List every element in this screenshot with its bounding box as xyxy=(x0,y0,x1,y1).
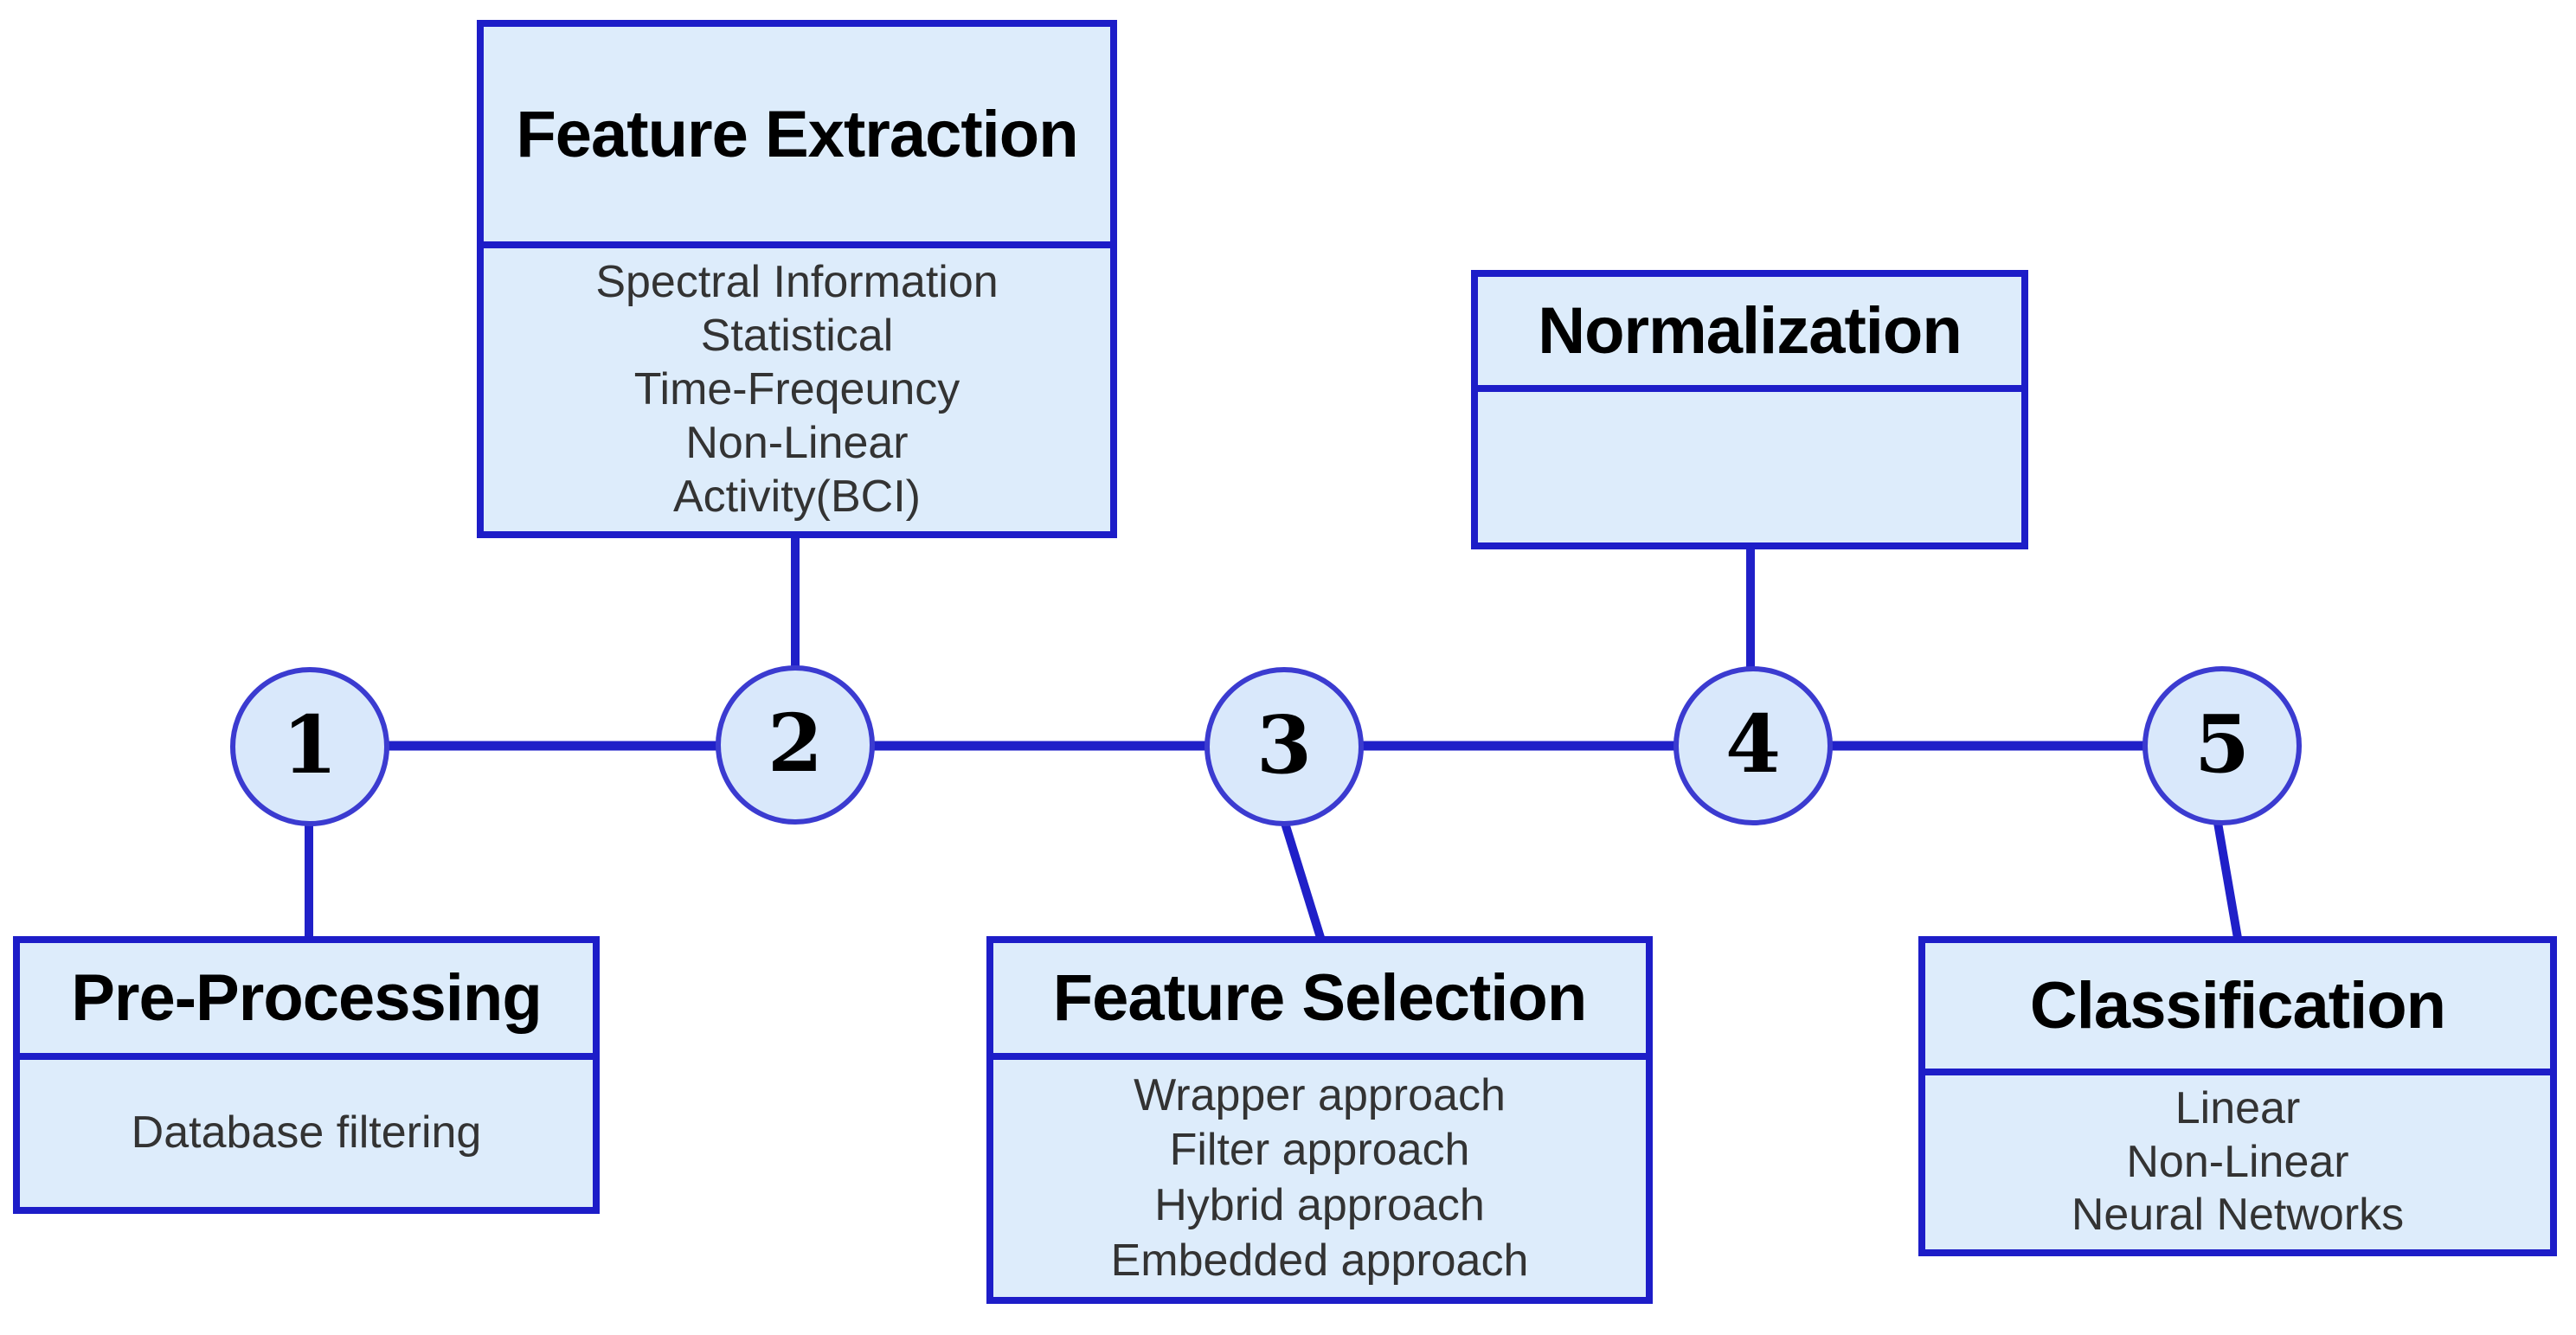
box-classification: Classification Linear Non-Linear Neural … xyxy=(1918,936,2557,1256)
box-body: Linear Non-Linear Neural Networks xyxy=(1925,1075,2550,1249)
box-title: Pre-Processing xyxy=(20,943,593,1060)
step-circle-4: 4 xyxy=(1673,666,1833,825)
step-circle-5: 5 xyxy=(2142,666,2302,825)
box-item: Filter approach xyxy=(1169,1125,1470,1176)
step-number: 2 xyxy=(767,696,823,790)
box-item: Wrapper approach xyxy=(1134,1069,1506,1120)
step-number: 1 xyxy=(281,698,337,792)
box-body: Database filtering xyxy=(20,1060,593,1207)
box-item: Spectral Information xyxy=(595,256,999,307)
box-body: Spectral Information Statistical Time-Fr… xyxy=(484,248,1110,531)
box-item: Non-Linear xyxy=(2126,1136,2349,1187)
connector-step3-to-box xyxy=(1279,816,1327,945)
box-title: Classification xyxy=(1925,943,2550,1075)
step-number: 4 xyxy=(1725,697,1781,791)
box-body xyxy=(1478,392,2021,542)
box-item: Embedded approach xyxy=(1110,1236,1529,1287)
step-number: 5 xyxy=(2194,697,2250,791)
box-feature-selection: Feature Selection Wrapper approach Filte… xyxy=(986,936,1653,1304)
box-item: Hybrid approach xyxy=(1154,1180,1485,1231)
box-item: Linear xyxy=(2175,1083,2301,1134)
box-normalization: Normalization xyxy=(1471,270,2028,549)
box-item: Activity(BCI) xyxy=(673,471,921,522)
box-body: Wrapper approach Filter approach Hybrid … xyxy=(993,1060,1646,1297)
box-item: Neural Networks xyxy=(2071,1190,2405,1241)
box-title: Feature Selection xyxy=(993,943,1646,1060)
box-pre-processing: Pre-Processing Database filtering xyxy=(13,936,600,1214)
step-circle-1: 1 xyxy=(230,667,389,826)
step-circle-2: 2 xyxy=(716,665,875,825)
step-circle-3: 3 xyxy=(1204,667,1364,826)
box-item: Statistical xyxy=(700,310,894,361)
box-feature-extraction: Feature Extraction Spectral Information … xyxy=(477,20,1117,538)
box-title: Normalization xyxy=(1478,277,2021,392)
box-title: Feature Extraction xyxy=(484,27,1110,248)
box-item: Time-Freqeuncy xyxy=(633,363,960,414)
step-number: 3 xyxy=(1256,698,1312,792)
box-item: Non-Linear xyxy=(685,417,909,468)
connector-step5-to-box xyxy=(2213,817,2243,944)
box-item: Database filtering xyxy=(131,1107,482,1158)
